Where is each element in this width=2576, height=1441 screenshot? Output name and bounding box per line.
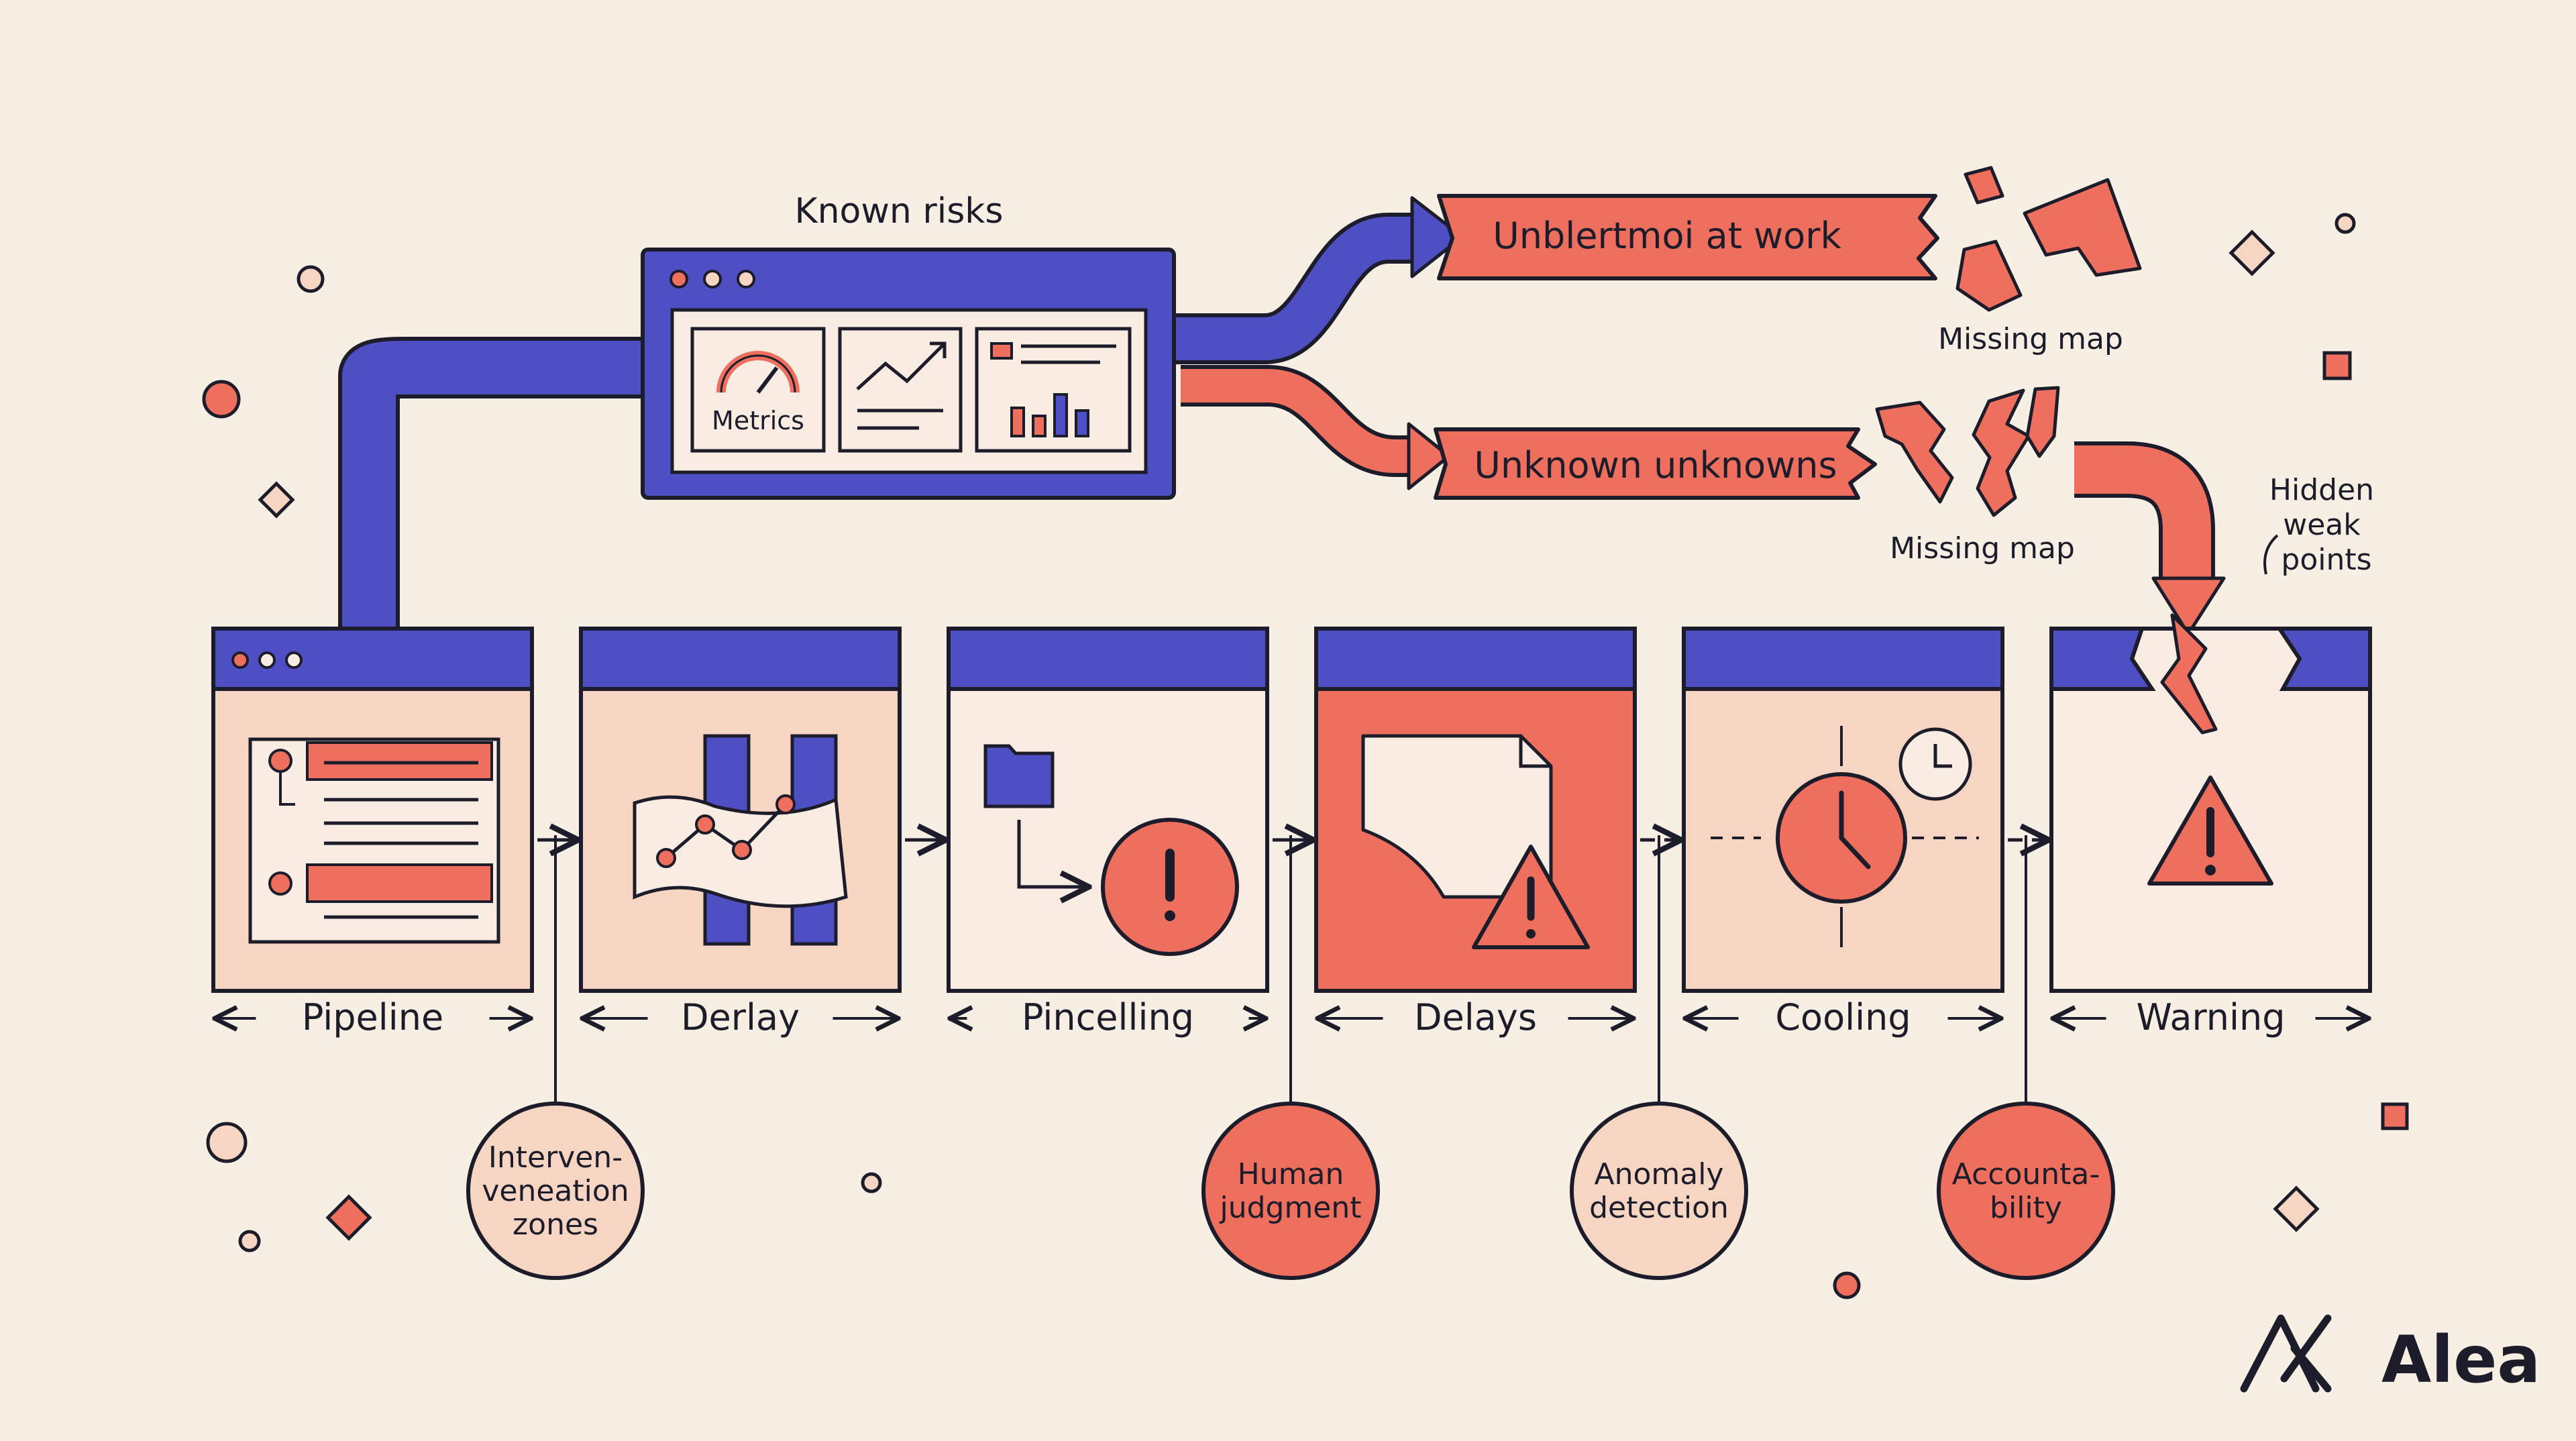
stage-label: Warning xyxy=(2136,996,2285,1038)
stage-delays: Delays xyxy=(1314,627,1678,1038)
stage-label: Delays xyxy=(1414,996,1537,1038)
stage-label: Cooling xyxy=(1775,996,1911,1038)
brand-logo: Alea xyxy=(2240,1314,2540,1397)
missing-map-label-1: Missing map xyxy=(1938,322,2123,356)
zone-label-line: Anomaly xyxy=(1595,1157,1724,1191)
list-panel-icon xyxy=(248,737,500,944)
zone-label-line: judgment xyxy=(1219,1191,1361,1225)
map-trend-icon xyxy=(633,734,848,946)
zone-label-line: Accounta- xyxy=(1952,1157,2100,1191)
zone-label: Accounta-bility xyxy=(1952,1157,2100,1225)
folder-alert-icon xyxy=(983,744,1239,956)
zone-label-line: Human xyxy=(1238,1157,1344,1191)
window-dot xyxy=(285,651,303,669)
zone-circle: Accounta-bility xyxy=(1937,835,2115,1280)
stage-cooling: Cooling xyxy=(1682,627,2046,1038)
stage-label: Pincelling xyxy=(1022,996,1194,1038)
decorative-shapes xyxy=(202,213,2409,1299)
dashboard-window: Metrics xyxy=(641,248,1176,500)
stage-label: Derlay xyxy=(681,996,800,1038)
stage-title-bar xyxy=(1682,627,2004,691)
stage-pincelling: Pincelling xyxy=(947,627,1311,1038)
bar-chart-widget xyxy=(975,327,1132,453)
banner-unknown-unknowns-label: Unknown unknowns xyxy=(1474,444,1837,486)
warning-triangle-icon xyxy=(2147,776,2273,886)
hidden-weak-points-label: Hidden weak points xyxy=(2269,473,2383,577)
connector-pipe xyxy=(338,337,647,627)
brand-name: Alea xyxy=(2381,1322,2540,1397)
stage-derlay: Derlay xyxy=(579,627,943,1038)
stages: Pipeline Derlay Pincelling Delays Cooling War… xyxy=(211,613,2372,1038)
zone-label-line: Interven- xyxy=(488,1140,623,1175)
stage-title-bar xyxy=(211,627,534,691)
missing-map-label-2: Missing map xyxy=(1890,531,2075,566)
stage-pipeline: Pipeline xyxy=(211,627,576,1038)
zone-label-line: veneation xyxy=(482,1174,629,1208)
gauge-widget: Metrics xyxy=(690,327,826,453)
broken-title-bar xyxy=(2275,627,2372,691)
document-warning-icon xyxy=(1361,734,1590,949)
banner-at-work-label: Unblertmoi at work xyxy=(1493,215,1841,257)
trend-widget xyxy=(838,327,963,453)
zone-label-line: bility xyxy=(1990,1191,2062,1225)
hidden-weak-points-line: points xyxy=(2281,543,2371,577)
hidden-weak-points-line: Hidden xyxy=(2269,473,2374,507)
crack-fragment xyxy=(2160,613,2218,735)
window-dot xyxy=(258,651,276,669)
clock-target-icon xyxy=(1711,726,1979,947)
banner-unknown-unknowns: Unknown unknowns xyxy=(1434,427,1877,500)
hidden-weak-points-line: weak xyxy=(2283,508,2361,542)
stage-label: Pipeline xyxy=(302,996,443,1038)
stage-title-bar xyxy=(947,627,1269,691)
stage-title-bar xyxy=(579,627,902,691)
known-risks-label: Known risks xyxy=(794,191,1003,231)
metrics-label: Metrics xyxy=(712,406,804,435)
banner-at-work: Unblertmoi at work xyxy=(1437,194,1939,280)
alea-logo-icon xyxy=(2240,1314,2332,1393)
zone-label-line: detection xyxy=(1589,1191,1729,1225)
stage-warning: Warning xyxy=(2049,613,2372,1038)
map-fragments xyxy=(1875,166,2142,517)
stage-title-bar xyxy=(1314,627,1637,691)
window-dot xyxy=(231,651,249,669)
zone-label-line: zones xyxy=(513,1208,598,1242)
broken-title-bar xyxy=(2049,627,2156,691)
